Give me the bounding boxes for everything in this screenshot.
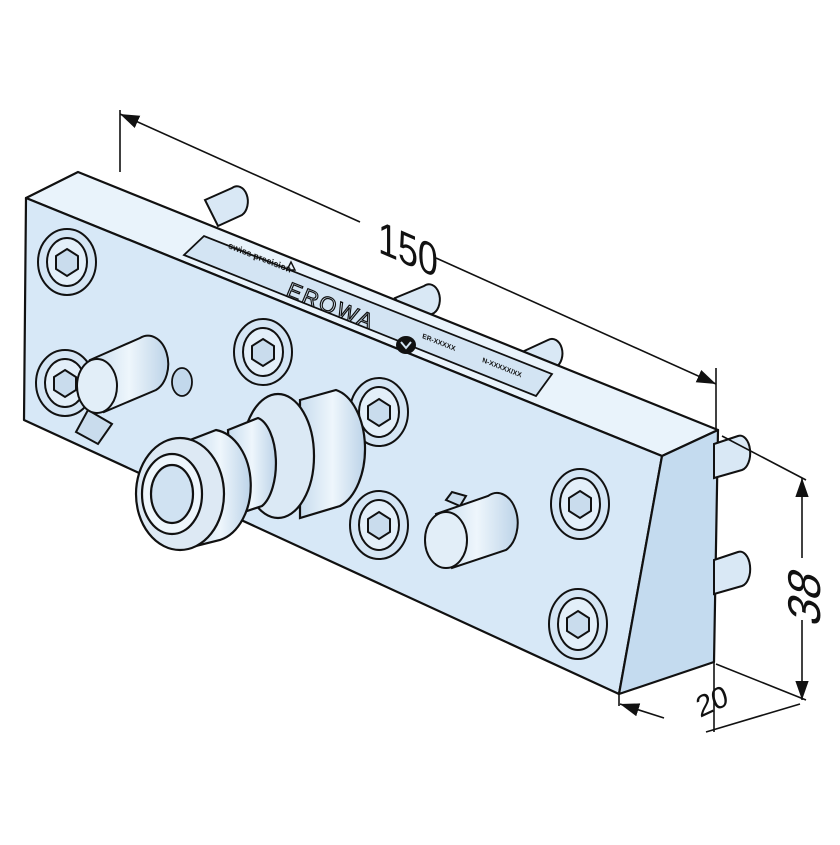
- locating-pin-right: [424, 490, 519, 570]
- dimension-length: [119, 110, 717, 430]
- dimension-depth: [618, 662, 801, 733]
- hex-screw-icon: [233, 318, 293, 386]
- dimension-label-depth: 20: [692, 679, 732, 725]
- back-pin-left: [203, 185, 249, 228]
- extension-line-bottom: [715, 663, 807, 701]
- side-pin-lower: [713, 550, 752, 596]
- hex-screw-icon: [548, 588, 608, 660]
- hex-screw-icon: [37, 228, 97, 296]
- side-pins: [713, 434, 752, 596]
- hex-screws: [35, 228, 610, 660]
- dimension-line-20-a: [619, 703, 665, 719]
- extension-line-top: [721, 435, 807, 481]
- hex-screw-icon: [349, 377, 409, 447]
- dimension-label-length: 150: [378, 211, 438, 289]
- dimension-line-150-a: [119, 113, 361, 223]
- small-hole: [171, 367, 193, 397]
- dimension-line-20-b: [705, 703, 801, 733]
- hex-screw-icon: [550, 468, 610, 540]
- clamping-spigot: [134, 388, 367, 552]
- small-emblem-icon: [285, 260, 297, 271]
- dimension-height: [715, 435, 809, 701]
- hex-screw-icon: [349, 490, 409, 560]
- nameplate-plate: [182, 234, 554, 398]
- dimension-line-150-b: [435, 257, 717, 385]
- erowa-logo-icon: [396, 336, 416, 354]
- locating-pin-left: [74, 334, 170, 446]
- dimension-label-height: 38: [779, 561, 830, 632]
